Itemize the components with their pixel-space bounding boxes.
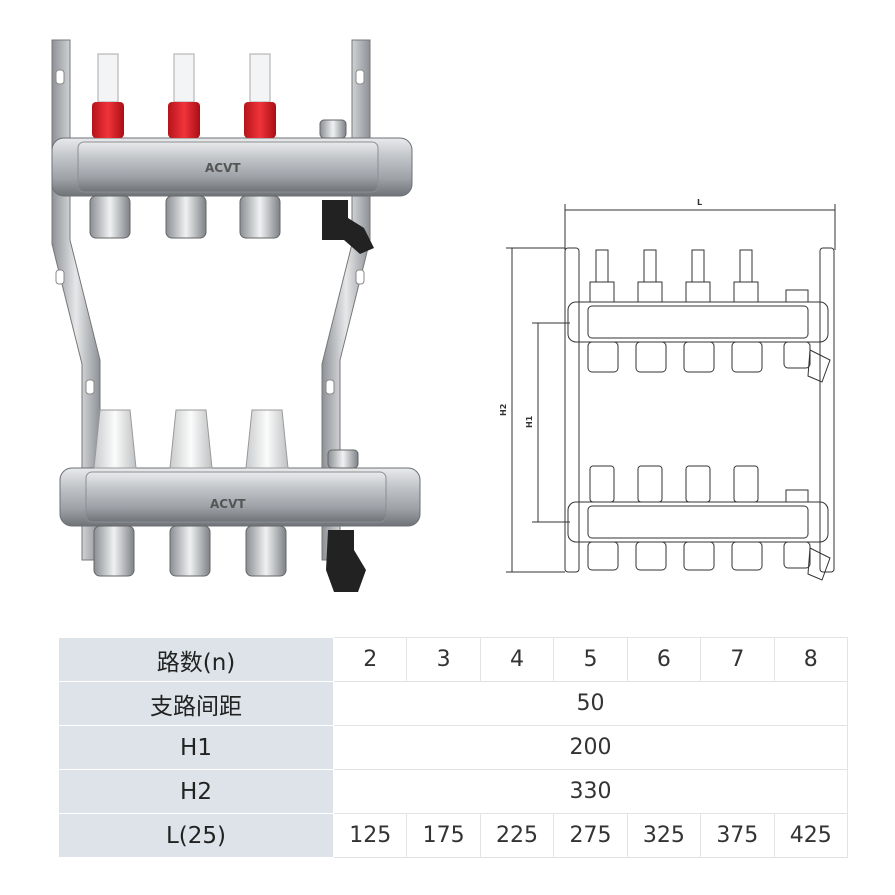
ways-cell: 5 [553, 637, 628, 682]
header-ways: 路数(n) [58, 637, 334, 682]
dim-label-H1: H1 [525, 415, 534, 428]
bottom-manifold-bar: ACVT [59, 467, 421, 527]
row-h1: H1 200 [58, 725, 848, 770]
ways-cell: 3 [406, 637, 481, 682]
spec-table: 路数(n) 2 3 4 5 6 7 8 支路间距 50 H1 200 H2 33… [58, 637, 849, 858]
manifold-photo: ACVT ACVT [51, 39, 421, 592]
dimension-L: L [564, 198, 836, 250]
row-length: L(25) 125 175 225 275 325 375 425 [58, 813, 849, 858]
ways-cell: 2 [332, 637, 408, 682]
dim-label-L: L [697, 198, 702, 207]
flow-meters [92, 53, 276, 138]
ways-cell: 7 [700, 637, 775, 682]
length-cell: 325 [626, 813, 702, 858]
brand-logo-top: ACVT [205, 161, 241, 175]
top-outlet-fittings [89, 119, 374, 254]
length-cell: 375 [700, 813, 775, 858]
header-h2: H2 [58, 769, 334, 814]
length-cell: 275 [553, 813, 628, 858]
length-cell: 125 [332, 813, 408, 858]
dimension-H2: H2 [499, 247, 565, 573]
header-h1: H1 [58, 725, 334, 770]
row-h2: H2 330 [58, 769, 848, 814]
ways-cell: 4 [479, 637, 555, 682]
dimension-H1: H1 [525, 322, 570, 523]
length-cell: 225 [479, 813, 555, 858]
technical-drawing: L H2 H1 [499, 198, 836, 581]
row-branch-spacing: 支路间距 50 [58, 681, 848, 726]
ways-cell: 6 [626, 637, 702, 682]
row-ways: 路数(n) 2 3 4 5 6 7 8 [58, 637, 849, 682]
branch-spacing-value: 50 [333, 681, 848, 726]
length-cell: 425 [773, 813, 849, 858]
h1-value: 200 [333, 725, 848, 770]
brand-logo-bottom: ACVT [210, 497, 246, 511]
h2-value: 330 [333, 769, 848, 814]
length-cell: 175 [406, 813, 481, 858]
dim-label-H2: H2 [499, 404, 508, 416]
ways-cell: 8 [773, 637, 849, 682]
bottom-outlet-fittings [93, 525, 366, 592]
header-length: L(25) [58, 813, 334, 858]
top-manifold-bar: ACVT [51, 137, 413, 197]
header-branch-spacing: 支路间距 [58, 681, 334, 726]
valve-caps [93, 409, 359, 469]
